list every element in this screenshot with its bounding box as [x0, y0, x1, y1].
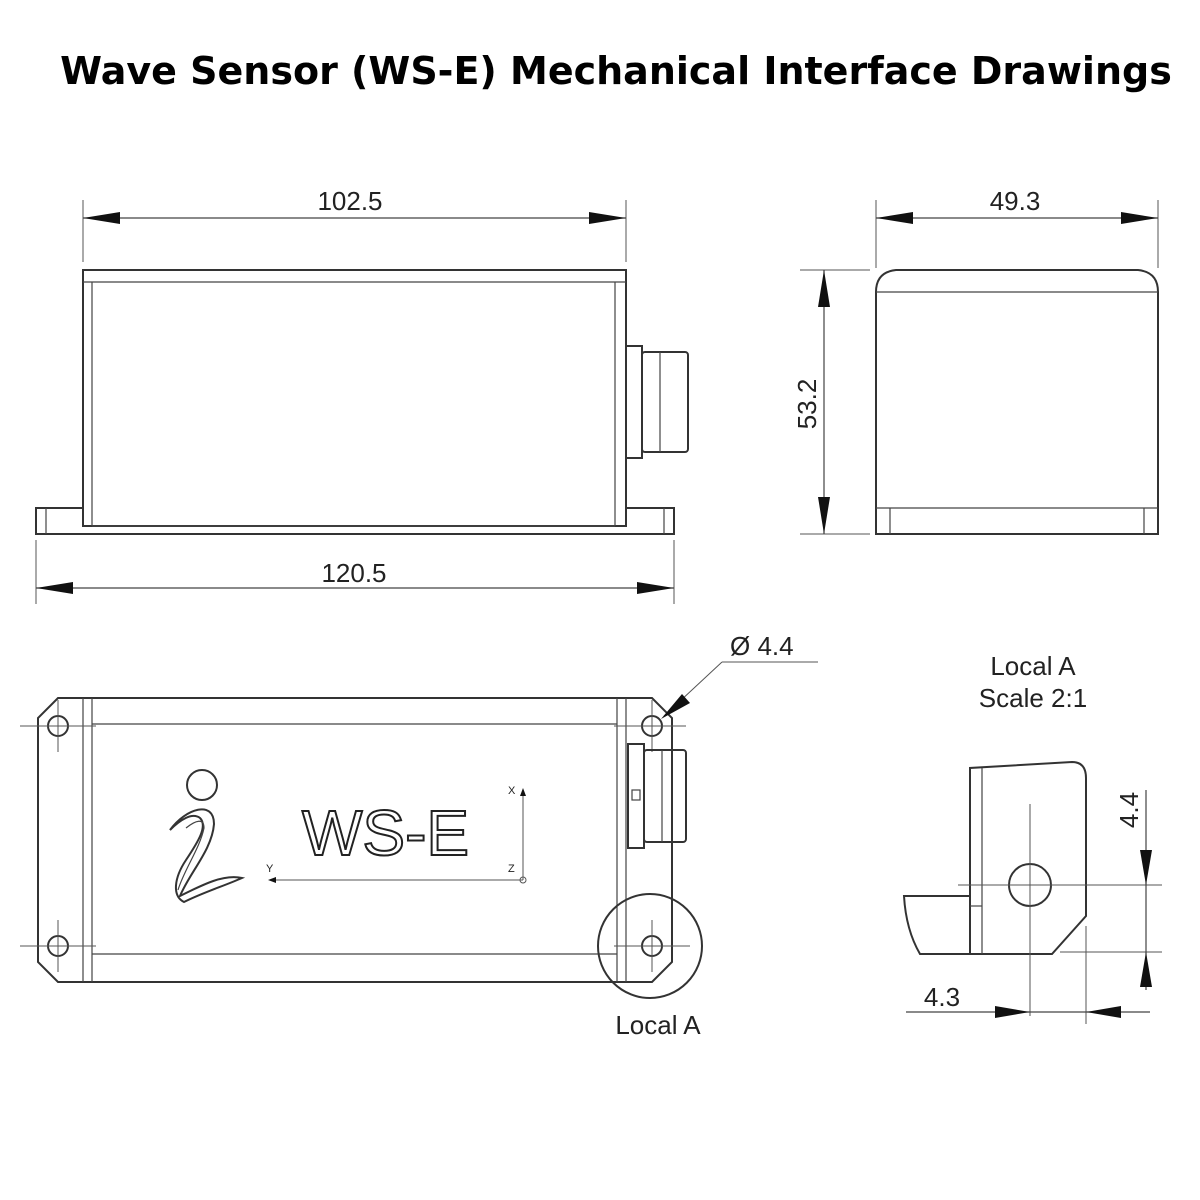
dim-side-height-label: 53.2 — [792, 379, 822, 430]
brand-logo-icon — [169, 769, 246, 904]
dim-detail-vertical: 4.4 — [1060, 790, 1162, 990]
dim-detail-vertical-label: 4.4 — [1114, 792, 1144, 828]
dim-detail-horizontal: 4.3 — [906, 926, 1150, 1024]
side-body — [875, 269, 1159, 535]
detail-scale: Scale 2:1 — [979, 683, 1087, 713]
detail-view: Local A Scale 2:1 4.4 4.3 — [902, 651, 1162, 1024]
coordinate-axes: X Y Z — [266, 785, 527, 884]
dim-side-width-label: 49.3 — [990, 186, 1041, 216]
connector-top — [627, 743, 687, 849]
detail-circle — [597, 893, 703, 999]
detail-title: Local A — [990, 651, 1076, 681]
detail-callout-label: Local A — [615, 1010, 701, 1040]
axis-x-label: X — [508, 785, 516, 797]
dim-side-width: 49.3 — [875, 186, 1159, 268]
axis-z-label: Z — [508, 863, 515, 875]
dim-top-width-label: 102.5 — [317, 186, 382, 216]
dim-base-width: 120.5 — [35, 540, 675, 604]
dim-detail-horizontal-label: 4.3 — [924, 982, 960, 1012]
axis-y-label: Y — [266, 863, 274, 875]
side-view: 49.3 53.2 — [792, 186, 1159, 535]
dim-top-width: 102.5 — [82, 186, 627, 262]
front-view: 102.5 120.5 — [35, 186, 689, 604]
brand-text: WS-E — [302, 797, 469, 869]
dim-side-height: 53.2 — [792, 269, 870, 535]
mounting-holes — [20, 700, 690, 972]
hole-diameter-label: Ø 4.4 — [730, 631, 794, 661]
detail-flange — [969, 760, 1087, 955]
dim-base-width-label: 120.5 — [321, 558, 386, 588]
base-flange — [35, 490, 675, 535]
connector — [625, 345, 689, 459]
hole-diameter-callout: Ø 4.4 — [661, 631, 818, 719]
top-body — [37, 697, 673, 983]
drawing-title: Wave Sensor (WS-E) Mechanical Interface … — [60, 49, 1172, 93]
sensor-body — [82, 269, 627, 527]
top-view: WS-E X Y Z Ø 4.4 Local A — [20, 631, 818, 1040]
